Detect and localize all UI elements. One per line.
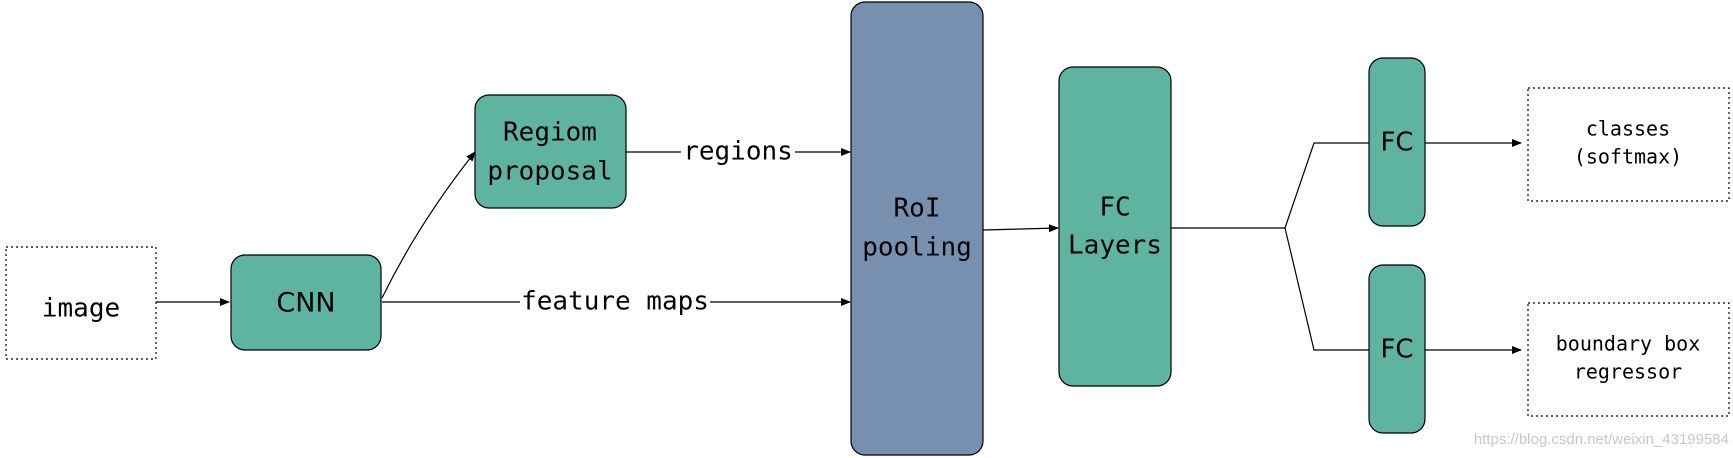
watermark-text: https://blog.csdn.net/weixin_43199584 xyxy=(1474,431,1729,448)
classes-label-2: (softmax) xyxy=(1574,145,1682,169)
fc-layers-node: FC Layers xyxy=(1058,66,1172,387)
bbox-label-1: boundary box xyxy=(1556,332,1701,356)
fc-top-label: FC xyxy=(1380,128,1413,158)
edge-fc-layers-fc-top xyxy=(1171,142,1369,229)
edge-cnn-proposal xyxy=(381,151,476,299)
image-label: image xyxy=(42,294,120,324)
image-node: image xyxy=(5,246,157,360)
regions-label: regions xyxy=(683,137,793,167)
edge-fc-layers-fc-bottom xyxy=(1284,227,1369,351)
fc-layers-label-1: FC xyxy=(1099,193,1130,223)
bbox-regressor-node: boundary box regressor xyxy=(1527,302,1730,417)
regions-label-bg xyxy=(681,136,795,168)
cnn-label: CNN xyxy=(276,288,335,319)
fc-bottom-node: FC xyxy=(1368,264,1426,434)
region-proposal-node: Regiom proposal xyxy=(474,94,627,209)
fc-bottom-label: FC xyxy=(1380,335,1413,365)
feature-maps-label: feature maps xyxy=(521,287,709,317)
feature-maps-label-bg xyxy=(520,286,710,318)
roi-pooling-node: RoI pooling xyxy=(850,1,984,456)
region-proposal-label-1: Regiom xyxy=(503,118,597,148)
classes-label-1: classes xyxy=(1586,117,1670,141)
edge-roi-fc-layers xyxy=(982,224,1059,233)
bbox-label-2: regressor xyxy=(1574,360,1682,384)
roi-pooling-label-2: pooling xyxy=(862,233,972,263)
fc-layers-label-2: Layers xyxy=(1068,231,1162,261)
cnn-node: CNN xyxy=(230,254,382,351)
classes-node: classes (softmax) xyxy=(1527,87,1730,202)
region-proposal-label-2: proposal xyxy=(487,157,612,187)
fc-top-node: FC xyxy=(1368,57,1426,227)
roi-pooling-label-1: RoI xyxy=(894,194,941,224)
